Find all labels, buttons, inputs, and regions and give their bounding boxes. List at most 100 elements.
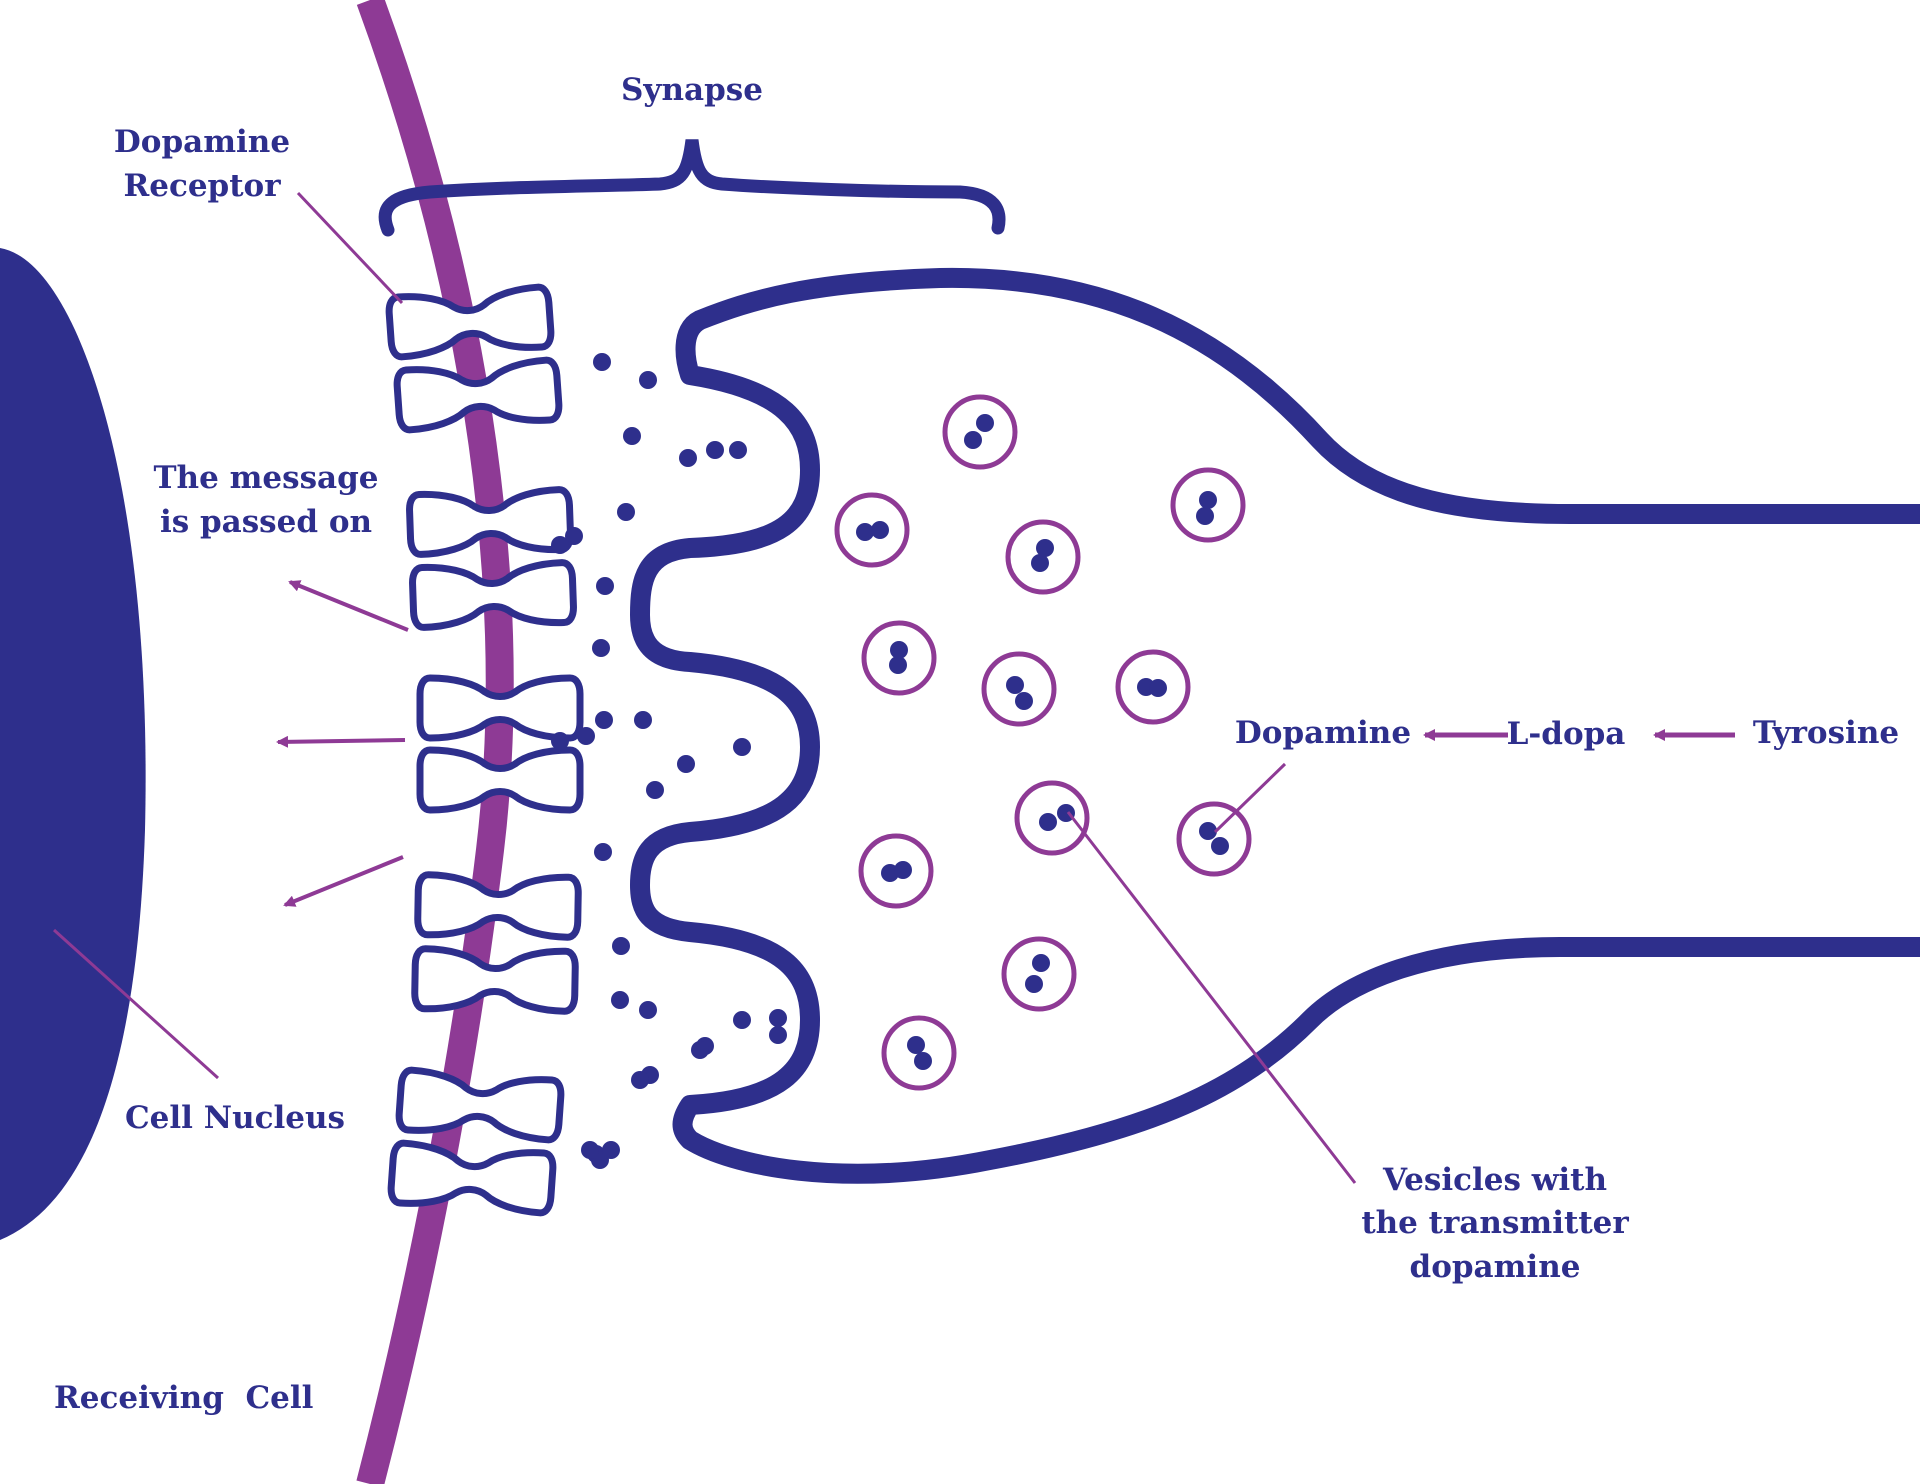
vesicle-dopamine-dot xyxy=(976,414,994,432)
dopamine-dot xyxy=(631,1071,649,1089)
vesicle-9 xyxy=(1176,801,1252,877)
tyrosine-label: Tyrosine xyxy=(1753,715,1899,751)
vesicle-dopamine-dot xyxy=(907,1036,925,1054)
vesicle-dopamine-dot xyxy=(1032,954,1050,972)
dopamine-dot xyxy=(602,1141,620,1159)
dopamine-dot xyxy=(611,991,629,1009)
vesicle-10 xyxy=(858,833,934,909)
vesicle-1 xyxy=(942,394,1018,470)
dopamine-dot xyxy=(634,711,652,729)
vesicles-label-line3: dopamine xyxy=(1410,1249,1581,1285)
dopamine-label: Dopamine xyxy=(1235,715,1411,751)
dopamine-dot xyxy=(733,1011,751,1029)
dopamine-dot xyxy=(729,441,747,459)
vesicle-4 xyxy=(1170,467,1246,543)
receptor-label-line2: Receptor xyxy=(123,168,281,204)
transmitting-cell-membrane xyxy=(630,267,1920,1184)
vesicle-membrane xyxy=(942,394,1018,470)
vesicle-3 xyxy=(1005,519,1081,595)
vesicles-label-line1: Vesicles with xyxy=(1382,1162,1607,1198)
vesicle-dopamine-dot xyxy=(1006,676,1024,694)
message-arrow-up xyxy=(288,580,409,632)
vesicle-dopamine-dot xyxy=(1031,554,1049,572)
dopamine-dot xyxy=(646,781,664,799)
synapse-brace xyxy=(378,139,1006,237)
dopamine-dot xyxy=(679,449,697,467)
dopamine-dot xyxy=(691,1041,709,1059)
vesicle-membrane xyxy=(1001,936,1077,1012)
vesicle-7 xyxy=(1115,649,1191,725)
receptor-8 xyxy=(411,945,579,1015)
dopamine-pointer-line xyxy=(1213,762,1287,834)
receptor-10 xyxy=(387,1139,557,1217)
dopamine-dot xyxy=(593,353,611,371)
vesicle-12 xyxy=(881,1015,957,1091)
receptor-6 xyxy=(416,746,584,814)
message-label-line1: The message xyxy=(153,460,378,496)
ldopa-label: L-dopa xyxy=(1507,716,1626,752)
dopamine-dot xyxy=(596,577,614,595)
dopamine-dot xyxy=(769,1009,787,1027)
vesicle-pointer-line xyxy=(1066,811,1357,1184)
synapse-label: Synapse xyxy=(621,72,763,108)
dopamine-dot xyxy=(595,711,613,729)
dopamine-dot xyxy=(733,738,751,756)
cell-nucleus xyxy=(0,248,146,1240)
released-dopamine xyxy=(551,353,787,1169)
dopamine-dot xyxy=(623,427,641,445)
vesicle-dopamine-dot xyxy=(1025,975,1043,993)
dopamine-dot xyxy=(677,755,695,773)
vesicle-5 xyxy=(861,620,937,696)
vesicle-dopamine-dot xyxy=(889,656,907,674)
vesicle-6 xyxy=(981,651,1057,727)
dopamine-dot xyxy=(706,441,724,459)
vesicle-2 xyxy=(834,492,910,568)
nucleus-pointer-line xyxy=(52,928,220,1080)
receptor-2 xyxy=(393,356,563,434)
vesicle-dopamine-dot xyxy=(964,431,982,449)
vesicle-dopamine-dot xyxy=(1196,507,1214,525)
vesicle-dopamine-dot xyxy=(871,521,889,539)
dopamine-receptors xyxy=(385,283,584,1217)
receptor-1 xyxy=(385,283,555,361)
receptor-pointer-line xyxy=(296,191,404,305)
receptor-7 xyxy=(414,871,582,941)
vesicle-dopamine-dot xyxy=(1015,692,1033,710)
vesicle-dopamine-dot xyxy=(1149,679,1167,697)
vesicle-dopamine-dot xyxy=(890,641,908,659)
message-arrow-down xyxy=(283,855,404,907)
vesicle-11 xyxy=(1001,936,1077,1012)
dopamine-dot xyxy=(612,937,630,955)
dopamine-dot xyxy=(581,1141,599,1159)
receptor-label-line1: Dopamine xyxy=(114,124,290,160)
message-arrow-middle xyxy=(276,735,406,748)
nucleus-label: Cell Nucleus xyxy=(125,1100,345,1136)
dopamine-dot xyxy=(592,639,610,657)
dopamine-dot xyxy=(565,527,583,545)
receptor-9 xyxy=(395,1066,565,1144)
vesicle-dopamine-dot xyxy=(1199,491,1217,509)
dopamine-dot xyxy=(551,536,569,554)
dopamine-dot xyxy=(577,727,595,745)
dopamine-dot xyxy=(639,371,657,389)
vesicle-dopamine-dot xyxy=(1199,822,1217,840)
dopamine-dot xyxy=(551,732,569,750)
vesicle-dopamine-dot xyxy=(1036,539,1054,557)
dopamine-dot xyxy=(769,1026,787,1044)
vesicles xyxy=(834,394,1252,1091)
dopamine-dot xyxy=(594,843,612,861)
vesicles-label-line2: the transmitter xyxy=(1361,1205,1629,1241)
dopamine-dot xyxy=(617,503,635,521)
receiving-cell-label: Receiving Cell xyxy=(54,1380,313,1416)
message-label-line2: is passed on xyxy=(160,504,372,540)
vesicle-dopamine-dot xyxy=(894,861,912,879)
vesicle-membrane xyxy=(1176,801,1252,877)
vesicle-dopamine-dot xyxy=(914,1052,932,1070)
vesicle-dopamine-dot xyxy=(856,523,874,541)
receiving-cell-membrane xyxy=(356,0,514,1484)
vesicle-dopamine-dot xyxy=(1211,837,1229,855)
receptor-4 xyxy=(409,559,577,631)
vesicle-dopamine-dot xyxy=(1039,813,1057,831)
